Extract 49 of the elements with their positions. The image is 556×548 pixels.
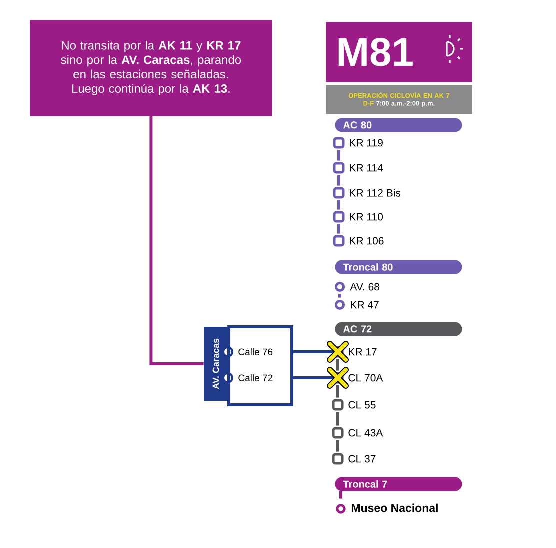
- station: CL 43A: [332, 427, 384, 439]
- node-label: KR 47: [351, 301, 379, 309]
- station: KR 106: [333, 235, 384, 247]
- node-label: AV. 68: [350, 283, 380, 291]
- route-line: [338, 200, 340, 210]
- note-box: No transita por la AK 11 y KR 17 sino por la AV. Caracas, parando en las estaciones señaladas. Luego continúa por la AK 13.: [30, 20, 272, 116]
- street-tab: AV. Caracas: [204, 327, 228, 401]
- node-label: KR 17: [349, 348, 377, 356]
- station: KR 119: [333, 137, 383, 149]
- station: KR 17: [332, 346, 377, 358]
- route-line: [340, 491, 342, 499]
- section-band: AC 72: [335, 322, 462, 336]
- node-label: KR 110: [350, 213, 384, 221]
- route-line: [336, 359, 340, 371]
- station: KR 110: [333, 211, 384, 223]
- station: Museo Nacional: [336, 504, 438, 514]
- node-label: Calle 76: [238, 348, 273, 356]
- node-label: CL 43A: [348, 429, 384, 437]
- route-line: [338, 224, 340, 234]
- station: CL 37: [332, 453, 376, 465]
- route-line: [292, 376, 334, 380]
- station: KR 114: [333, 162, 384, 174]
- node-label: CL 37: [348, 455, 376, 463]
- section-band: Troncal 7: [335, 477, 462, 492]
- section-band: AC 80: [335, 118, 462, 132]
- route-line: [338, 175, 340, 186]
- route-line: [150, 116, 204, 366]
- node-label: CL 70A: [348, 374, 384, 382]
- route-line: [338, 294, 342, 298]
- node-label: AV. Caracas: [212, 338, 220, 390]
- station: CL 70A: [332, 372, 384, 384]
- route-line: [336, 412, 340, 426]
- route-header: M81: [326, 22, 472, 82]
- node-label: Calle 72: [238, 374, 273, 382]
- node-label: KR 106: [350, 237, 384, 245]
- station: KR 47: [334, 300, 379, 310]
- route-line: [292, 350, 334, 354]
- node-label: KR 119: [350, 139, 383, 147]
- route-line: [338, 150, 340, 161]
- station: AV. 68: [334, 282, 380, 292]
- station: CL 55: [332, 399, 376, 411]
- node-label: KR 114: [350, 164, 384, 172]
- route-line: [336, 440, 340, 452]
- route-line: [336, 385, 340, 398]
- node-label: KR 112 Bis: [350, 189, 401, 197]
- node-label: Museo Nacional: [352, 504, 438, 512]
- node-label: CL 55: [348, 401, 376, 409]
- section-band: Troncal 80: [335, 260, 462, 274]
- station: KR 112 Bis: [333, 187, 401, 199]
